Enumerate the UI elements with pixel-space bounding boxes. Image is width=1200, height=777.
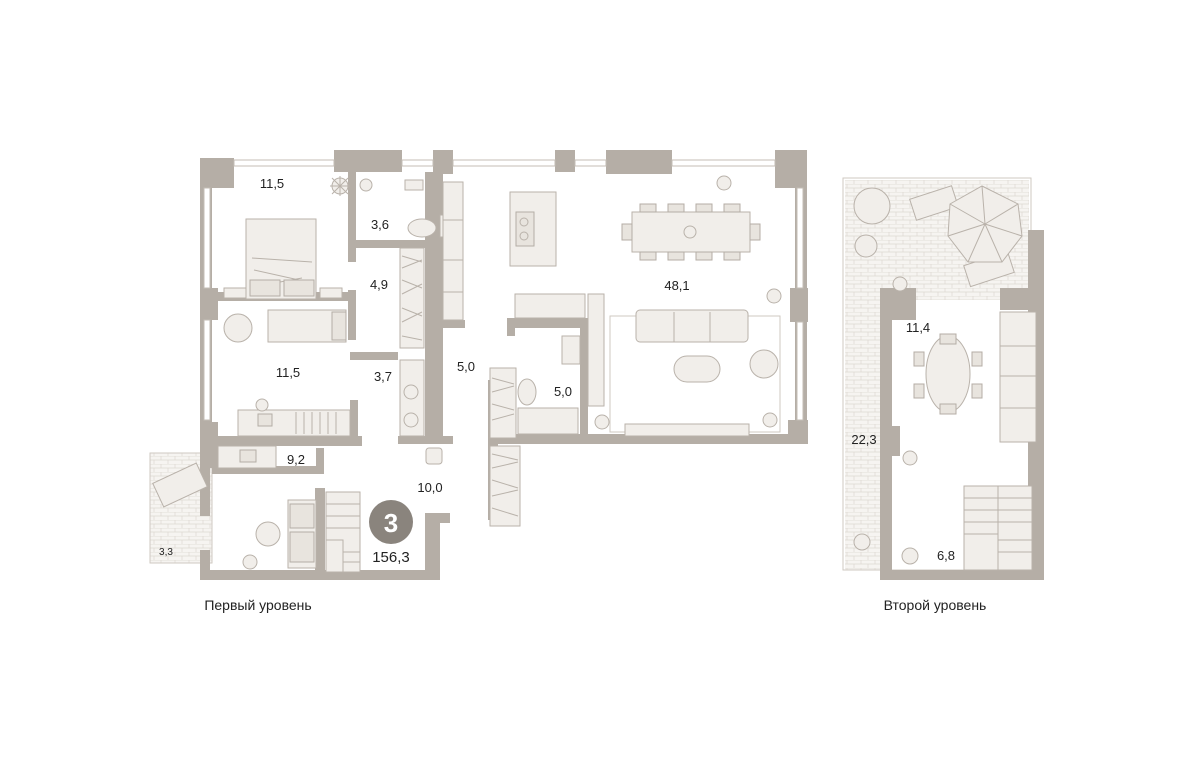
rooms-count-badge <box>369 500 413 544</box>
office <box>217 445 317 570</box>
living-area <box>594 288 782 437</box>
balcony-outline <box>149 452 213 564</box>
outer-walls <box>200 150 808 580</box>
dressing-fixtures <box>399 359 425 437</box>
area-balcony: 3,3 <box>159 547 173 558</box>
upper-room-furniture <box>913 311 1037 443</box>
first-level-plan: 11,5 3,6 4,9 11,5 3,7 5,0 5,0 48,1 9,2 1… <box>149 150 808 613</box>
area-corridor-wardrobe: 4,9 <box>370 277 388 292</box>
level-label-first: Первый уровень <box>204 597 311 613</box>
area-upper-room: 11,4 <box>906 320 930 335</box>
area-upper-stair: 6,8 <box>937 548 955 563</box>
wardrobe <box>399 181 464 349</box>
bath-center-fixtures <box>514 293 605 435</box>
kitchen-island <box>509 191 557 267</box>
total-area: 156,3 <box>372 549 410 566</box>
bedroom-top <box>223 176 350 300</box>
second-level-plan: 11,4 22,3 6,8 Второй уровень <box>842 177 1044 613</box>
terrace-furniture <box>853 185 1023 565</box>
area-hall: 10,0 <box>417 480 442 495</box>
area-bedroom-top: 11,5 <box>260 176 284 191</box>
area-living-kitchen: 48,1 <box>664 278 689 293</box>
level-label-second: Второй уровень <box>884 597 987 613</box>
area-corridor-main: 5,0 <box>457 359 475 374</box>
area-terrace: 22,3 <box>851 432 876 447</box>
area-bath-center: 5,0 <box>554 384 572 399</box>
balcony-furniture <box>152 462 208 508</box>
area-bath-small: 3,6 <box>371 217 389 232</box>
bedroom-mid <box>223 309 351 437</box>
dining-table <box>621 175 761 261</box>
area-bedroom-mid: 11,5 <box>276 365 300 380</box>
area-office: 9,2 <box>287 452 305 467</box>
rooms-count: 3 <box>384 508 398 538</box>
area-dressing: 3,7 <box>374 369 392 384</box>
hall-fixtures <box>425 367 521 527</box>
stairs-second <box>963 485 1033 571</box>
terrace-floor-side <box>845 298 885 570</box>
windows <box>203 159 804 421</box>
stairs-first <box>325 491 361 573</box>
